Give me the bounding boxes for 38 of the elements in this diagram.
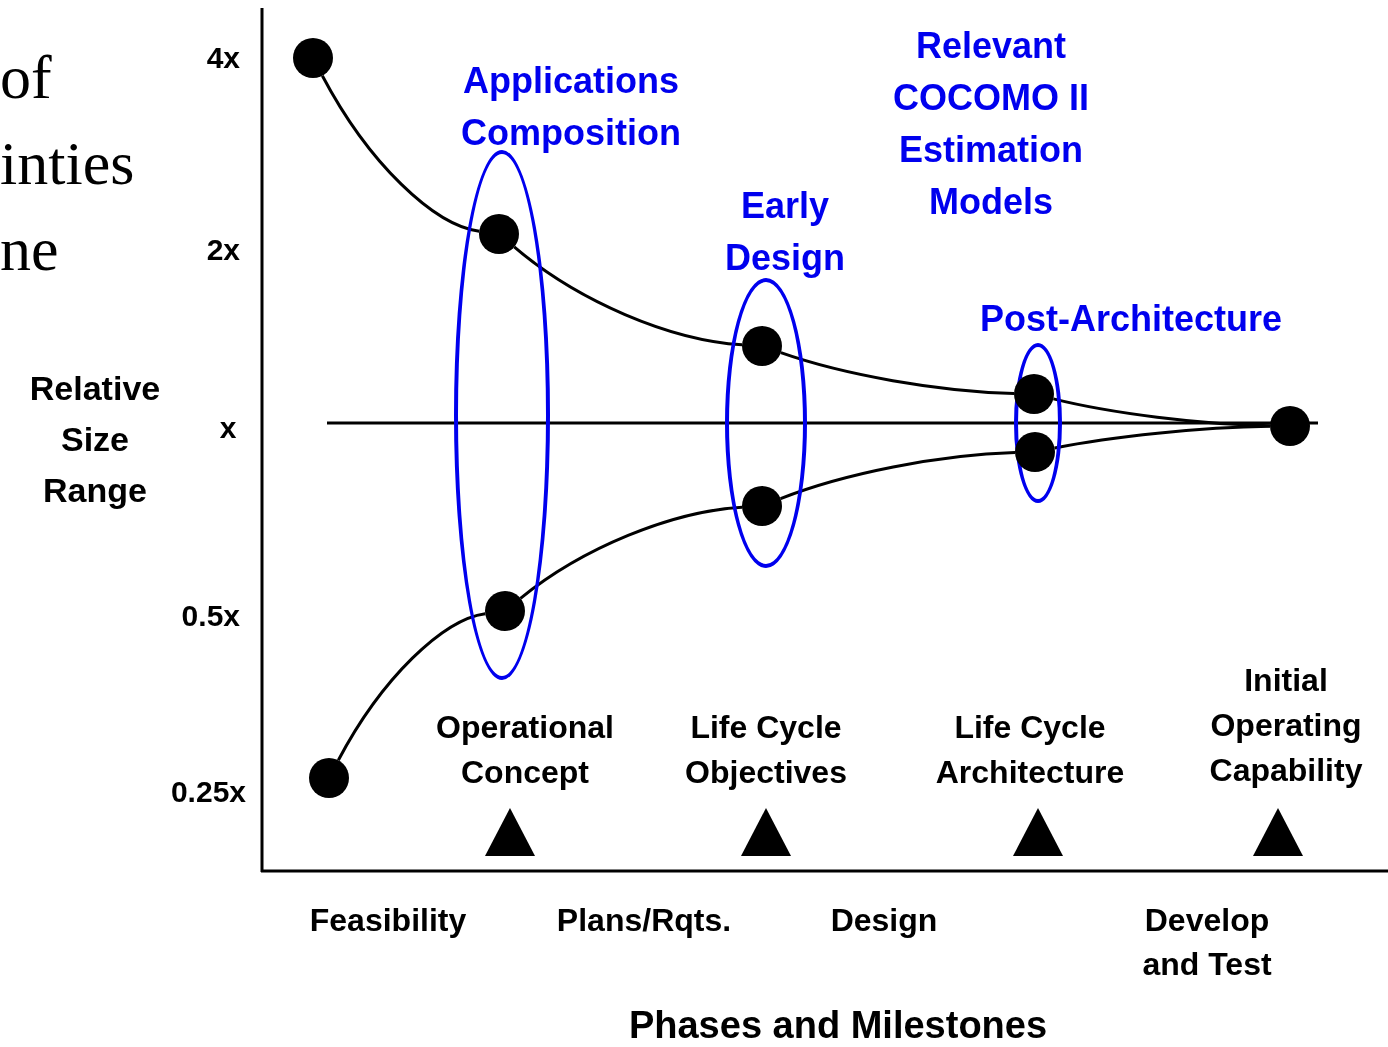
- title-fragment: inties: [0, 128, 136, 198]
- curve-line: [780, 451, 1016, 501]
- model-heading: Applications Composition: [460, 59, 682, 155]
- data-point-dot: [485, 591, 525, 631]
- curve-line: [337, 612, 486, 762]
- model-heading: Post-Architecture: [978, 297, 1284, 341]
- curve-line: [1053, 397, 1271, 428]
- data-point-dot: [293, 38, 333, 78]
- curve-line: [780, 351, 1015, 395]
- axis-title: Relative Size Range: [28, 368, 162, 511]
- curve-line: [321, 74, 480, 233]
- model-heading: Early Design: [724, 184, 846, 280]
- milestone-label: Operational Concept: [435, 708, 615, 792]
- phase-label: Develop and Test: [1141, 901, 1273, 984]
- axis-tick-label: 2x: [205, 232, 240, 268]
- curve-line: [519, 505, 743, 600]
- title-fragment: ne: [0, 214, 60, 284]
- phase-label: Feasibility: [308, 901, 468, 940]
- phase-label: Plans/Rqts.: [555, 901, 733, 940]
- milestone-label: Life Cycle Objectives: [684, 708, 848, 792]
- curve-line: [1054, 424, 1271, 450]
- annotation-text: Relevant COCOMO II Estimation Models: [892, 24, 1090, 224]
- data-point-dot: [742, 326, 782, 366]
- axis-tick-label: 0.25x: [169, 774, 246, 810]
- data-point-dot: [479, 214, 519, 254]
- title-fragment: of: [0, 42, 53, 112]
- data-point-dot: [309, 758, 349, 798]
- milestone-label: Life Cycle Architecture: [934, 708, 1126, 792]
- milestone-label: Initial Operating Capability: [1208, 661, 1364, 790]
- axis-tick-label: x: [218, 410, 238, 446]
- axis-tick-label: 4x: [205, 40, 240, 76]
- data-point-dot: [1270, 406, 1310, 446]
- axis-tick-label: 0.5x: [180, 598, 240, 634]
- data-point-dot: [1014, 374, 1054, 414]
- data-point-dot: [1015, 432, 1055, 472]
- data-point-dot: [742, 486, 782, 526]
- phase-label: Design: [829, 901, 939, 940]
- axis-title: Phases and Milestones: [627, 1003, 1049, 1047]
